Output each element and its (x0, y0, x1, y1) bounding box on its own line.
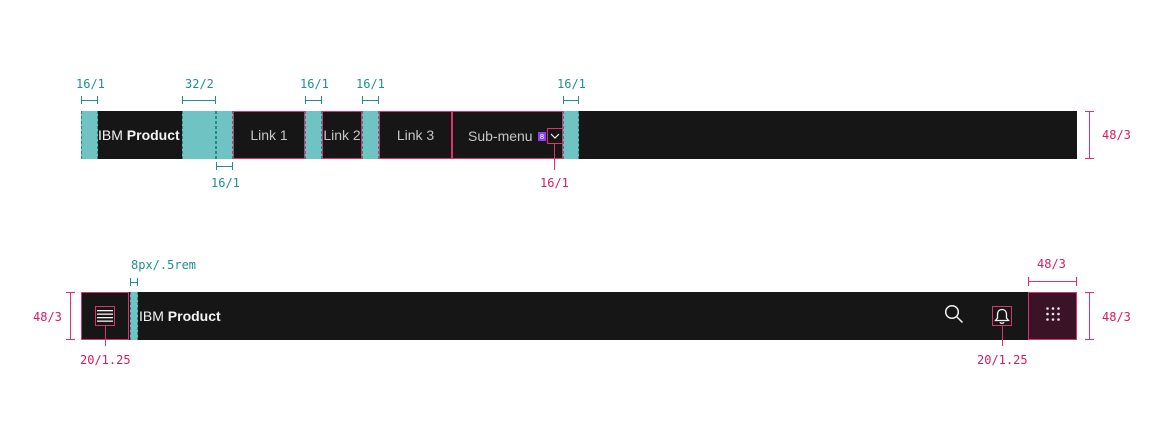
spacing-before-nav-16 (216, 111, 233, 159)
measure-label-gap: 8px/.5rem (131, 258, 197, 272)
brand-name: Product (126, 127, 180, 143)
measure-tick (378, 96, 379, 104)
measure-label-height-right: 48/3 (1102, 310, 1131, 324)
spacing-link2-link3 (362, 111, 379, 159)
measure-label-bell-icon: 20/1.25 (977, 353, 1028, 367)
measure-line (130, 282, 138, 283)
measure-tick (137, 278, 138, 286)
measure-label-left: 16/1 (76, 77, 105, 91)
measure-tick (97, 96, 98, 104)
submenu-badge: 8 (538, 132, 546, 141)
measure-label-brand-gap: 32/2 (185, 77, 214, 91)
bottom-header (81, 292, 1077, 340)
nav-link-1-label: Link 1 (250, 127, 288, 143)
measure-line (305, 100, 322, 101)
measure-tick (1028, 277, 1029, 286)
measure-label-right-gap: 16/1 (557, 77, 586, 91)
height-tick (66, 339, 75, 340)
brand-prefix: IBM (139, 308, 164, 324)
spacing-link1-link2 (305, 111, 322, 159)
nav-link-3-label: Link 3 (396, 127, 435, 143)
height-line (70, 292, 71, 340)
chevron-down-icon[interactable] (547, 128, 563, 144)
spacing-after-submenu (563, 111, 579, 159)
nav-submenu[interactable]: Sub-menu 8 (452, 111, 563, 159)
spacing-after-brand-32 (182, 111, 216, 159)
measure-label-height-left: 48/3 (33, 310, 62, 324)
submenu-label: Sub-menu (468, 128, 533, 144)
measure-line (216, 166, 233, 167)
nav-link-1[interactable]: Link 1 (233, 111, 305, 159)
measure-label-switcher-width: 48/3 (1037, 257, 1066, 271)
height-tick (1085, 292, 1094, 293)
nav-link-3[interactable]: Link 3 (379, 111, 452, 159)
spacing-menu-brand-8 (130, 292, 138, 340)
notification-button[interactable] (978, 292, 1026, 340)
height-tick (66, 292, 75, 293)
measure-label-nav-padding: 16/1 (211, 176, 240, 190)
height-tick (1085, 158, 1094, 159)
search-icon (944, 304, 964, 328)
measure-tick (305, 96, 306, 104)
app-switcher-icon (1045, 306, 1061, 326)
brand-prefix: IBM (98, 127, 123, 143)
measure-label-link-gap-1: 16/1 (300, 77, 329, 91)
measure-line (81, 100, 98, 101)
measure-tick (130, 278, 131, 286)
brand-name: Product (167, 308, 221, 324)
measure-tick (321, 96, 322, 104)
measure-tick (232, 162, 233, 170)
measure-tick (563, 96, 564, 104)
measure-label-menu-icon: 20/1.25 (80, 353, 131, 367)
app-switcher-button[interactable] (1028, 292, 1077, 340)
nav-link-2[interactable]: Link 2 (322, 111, 362, 159)
measure-line (1028, 281, 1077, 282)
measure-line (563, 100, 579, 101)
height-line (1089, 111, 1090, 159)
hamburger-menu-icon (95, 306, 115, 326)
measure-tick (182, 96, 183, 104)
measure-tick (215, 96, 216, 104)
measure-label-link-gap-2: 16/1 (356, 77, 385, 91)
measure-tick (216, 162, 217, 170)
leader-line (105, 326, 106, 346)
measure-tick (362, 96, 363, 104)
notification-bell-icon (992, 306, 1012, 326)
measure-line (362, 100, 379, 101)
height-tick (1085, 111, 1094, 112)
top-brand[interactable]: IBM Product (98, 111, 180, 159)
height-tick (1085, 339, 1094, 340)
nav-link-2-label: Link 2 (323, 127, 361, 143)
measure-tick (1076, 277, 1077, 286)
search-button[interactable] (930, 292, 978, 340)
measure-label-chevron: 16/1 (540, 176, 569, 190)
top-header (81, 111, 1077, 159)
measure-tick (578, 96, 579, 104)
leader-line (1002, 326, 1003, 346)
height-line (1089, 292, 1090, 340)
leader-line (554, 143, 555, 170)
measure-tick (81, 96, 82, 104)
measure-line (182, 100, 216, 101)
spacing-left-16 (81, 111, 98, 159)
bottom-brand[interactable]: IBM Product (139, 292, 221, 340)
measure-label-height: 48/3 (1102, 128, 1131, 142)
